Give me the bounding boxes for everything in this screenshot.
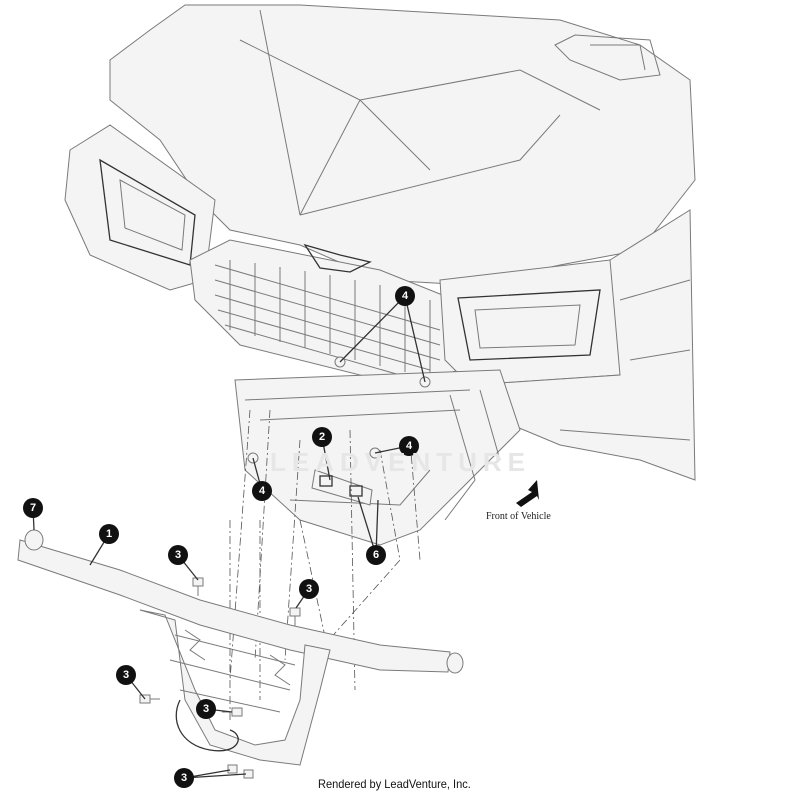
front-of-vehicle-label: Front of Vehicle <box>486 511 551 522</box>
mounting-bracket <box>311 469 373 506</box>
callout-3: 3 <box>174 768 194 788</box>
bolt-icon <box>192 577 204 596</box>
callout-3: 3 <box>168 545 188 565</box>
svg-text:3: 3 <box>203 703 209 715</box>
svg-text:4: 4 <box>259 485 266 497</box>
bumper-tube <box>17 529 464 766</box>
svg-text:6: 6 <box>373 549 379 561</box>
render-credit: Rendered by LeadVenture, Inc. <box>318 777 471 791</box>
svg-text:3: 3 <box>175 549 181 561</box>
callout-2: 2 <box>312 427 332 447</box>
svg-text:4: 4 <box>402 290 409 302</box>
svg-text:2: 2 <box>319 431 325 443</box>
watermark: LEADVENTURE <box>270 447 532 477</box>
callout-3: 3 <box>299 579 319 599</box>
callout-4: 4 <box>252 481 272 501</box>
svg-text:4: 4 <box>406 440 413 452</box>
svg-text:3: 3 <box>181 772 187 784</box>
callout-4: 4 <box>395 286 415 306</box>
callout-7: 7 <box>23 498 43 518</box>
callout-6: 6 <box>366 545 386 565</box>
grille-mesh <box>214 260 441 376</box>
bolt-icon <box>227 764 254 779</box>
front-arrow-icon <box>516 480 539 507</box>
bolt-icon <box>289 607 301 626</box>
svg-text:3: 3 <box>306 583 312 595</box>
callout-3: 3 <box>116 665 136 685</box>
svg-text:1: 1 <box>106 528 112 540</box>
callout-1: 1 <box>99 524 119 544</box>
callout-4: 4 <box>399 436 419 456</box>
svg-text:3: 3 <box>123 669 129 681</box>
callout-3: 3 <box>196 699 216 719</box>
svg-text:7: 7 <box>30 502 36 514</box>
